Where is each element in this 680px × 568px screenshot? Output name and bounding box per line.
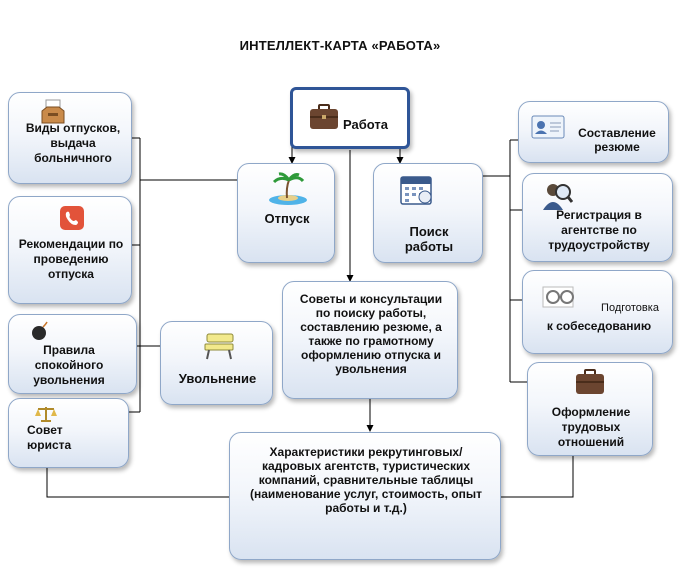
page-title: ИНТЕЛЛЕКТ-КАРТА «РАБОТА»: [239, 38, 441, 53]
characteristics-node: Характеристики рекрутинговых/кадровых аг…: [229, 432, 501, 560]
agency-registration-node: Регистрация в агентстве по трудоустройст…: [522, 173, 673, 262]
quiet-dismissal-node: Правила спокойного увольнения: [8, 314, 137, 394]
dismissal-node: Увольнение: [160, 321, 273, 405]
job-search-node: Поиск работы: [373, 163, 483, 263]
work-node: Работа: [290, 87, 410, 149]
interview-prep-node: Подготовка к собеседованию: [522, 270, 673, 354]
leave-types-node: Виды отпусков, выдача больничного: [8, 92, 132, 184]
leave-types-label: Виды отпусков, выдача больничного: [25, 121, 121, 165]
lawyer-advice-label: Совет юриста: [27, 423, 72, 452]
employment-docs-label: Оформление трудовых отношений: [551, 405, 631, 449]
quiet-dismissal-label: Правила спокойного увольнения: [33, 343, 105, 387]
vacation-tips-node: Рекомендации по проведению отпуска: [8, 196, 132, 304]
briefcase-small-icon: [576, 369, 604, 394]
interview-prep-label-2: к собеседованию: [546, 319, 652, 333]
calendar-icon: [400, 176, 432, 205]
lawyer-advice-node: Совет юриста: [8, 398, 129, 468]
id-card-icon: [531, 115, 565, 139]
resume-node: Составление резюме: [518, 101, 669, 163]
scales-icon: [35, 407, 57, 422]
work-label: Работа: [343, 117, 388, 132]
dismissal-label: Увольнение: [178, 371, 257, 386]
employment-docs-node: Оформление трудовых отношений: [527, 362, 653, 456]
characteristics-label: Характеристики рекрутинговых/кадровых аг…: [249, 445, 483, 515]
job-search-label: Поиск работы: [404, 224, 454, 254]
bench-icon: [204, 333, 234, 360]
agency-registration-label: Регистрация в агентстве по трудоустройст…: [548, 208, 650, 252]
bomb-icon: [32, 321, 48, 340]
inbox-icon: [41, 99, 65, 124]
interview-prep-label-1: Подготовка: [601, 302, 659, 314]
phone-icon: [60, 206, 84, 230]
advice-label: Советы и консультации по поиску работы, …: [299, 292, 443, 376]
magnifier-person-icon: [543, 184, 573, 210]
vacation-tips-label: Рекомендации по проведению отпуска: [18, 237, 124, 281]
vacation-label: Отпуск: [264, 211, 310, 226]
advice-node: Советы и консультации по поиску работы, …: [282, 281, 458, 399]
glasses-icon: [542, 286, 574, 308]
briefcase-icon: [310, 104, 338, 129]
resume-label: Составление резюме: [578, 126, 656, 154]
palm-island-icon: [269, 172, 307, 205]
vacation-node: Отпуск: [237, 163, 335, 263]
